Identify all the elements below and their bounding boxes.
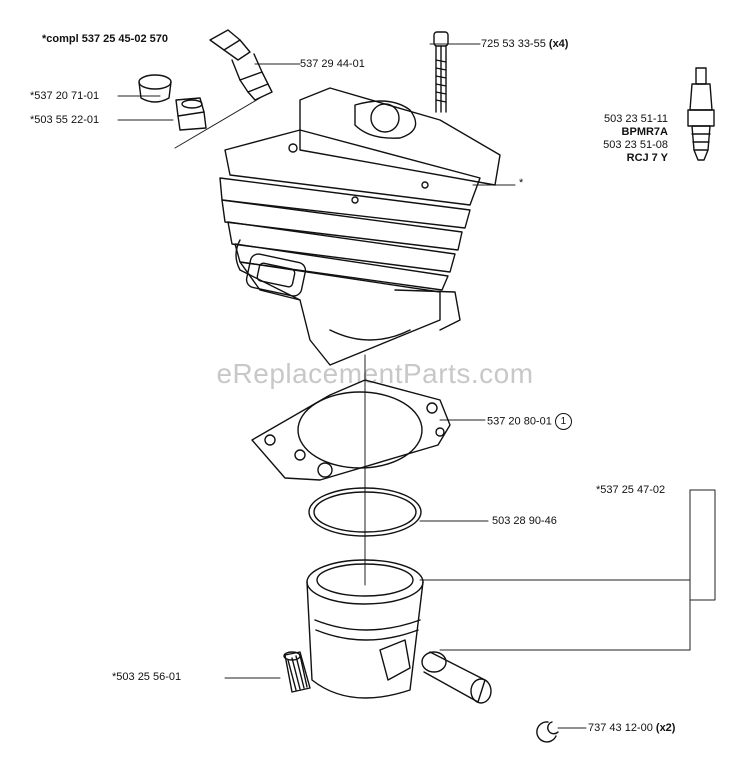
label-piston-kit: *537 25 47-02	[596, 484, 666, 496]
circlip-drawing	[536, 721, 559, 743]
label-screw: 725 53 33-55 (x4)	[481, 38, 569, 50]
piston-drawing	[306, 559, 424, 699]
piston-ring-drawing	[308, 487, 422, 537]
label-spark-plug: 503 23 51-11 BPMR7A 503 23 51-08 RCJ 7 Y	[603, 113, 668, 164]
label-decompression-valve: 537 29 44-01	[300, 58, 365, 70]
decompression-valve-drawing	[209, 29, 273, 101]
needle-bearing-drawing	[283, 651, 311, 693]
leader-lines	[117, 43, 716, 729]
piston-pin-drawing	[421, 651, 492, 704]
label-needle-bearing: *503 25 56-01	[112, 671, 182, 683]
cap-drawing	[138, 74, 172, 103]
screw-drawing	[433, 31, 449, 113]
gasket-drawing	[251, 379, 451, 481]
label-nipple: *503 55 22-01	[30, 114, 100, 126]
label-cylinder-marker: *	[519, 177, 524, 189]
label-cylinder-complete: *compl 537 25 45-02 570	[42, 33, 168, 45]
watermark: eReplacementParts.com	[216, 358, 534, 389]
label-piston-ring: 503 28 90-46	[492, 515, 557, 527]
nipple-drawing	[175, 97, 207, 131]
cylinder-drawing	[219, 87, 501, 366]
label-circlip: 737 43 12-00 (x2)	[588, 722, 676, 734]
spark-plug-drawing	[687, 67, 715, 161]
reference-number-badge: 1	[554, 413, 572, 430]
label-cap: *537 20 71-01	[30, 90, 100, 102]
